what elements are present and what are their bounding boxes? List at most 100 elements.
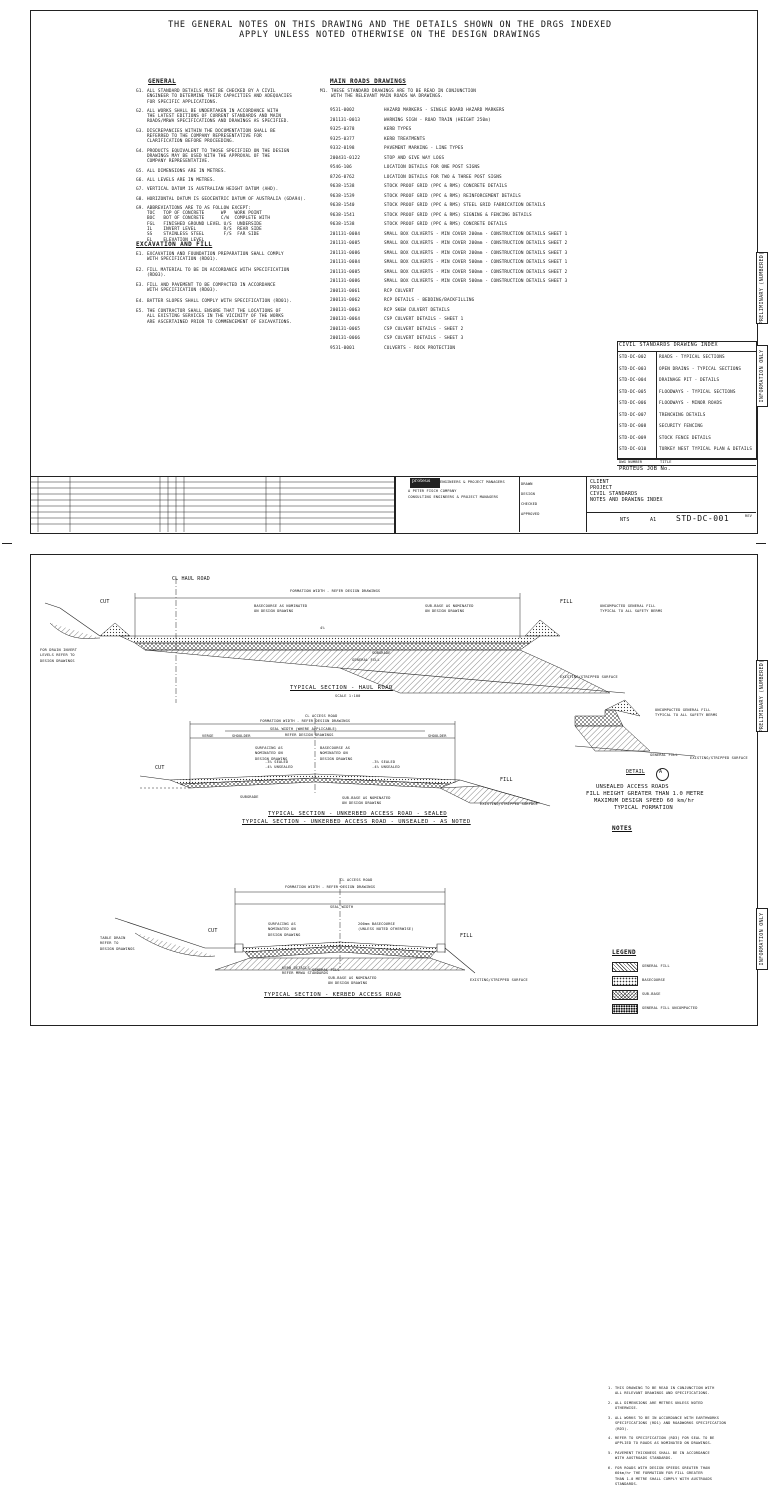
detail-a-diagram	[574, 699, 696, 757]
general-note: G1. ALL STANDARD DETAILS MUST BE CHECKED…	[136, 89, 293, 105]
excavation-note: E1. EXCAVATION AND FOUNDATION PREPARATIO…	[136, 252, 284, 263]
main-roads-dwg-number: 200131-0066	[330, 336, 361, 341]
side-tab-preliminary-2: PRELIMINARY (NUMBERED)	[756, 660, 768, 732]
drawing-number: STD-DC-001	[676, 514, 730, 523]
kerbed-basecourse-label: 200mm BASECOURSE (UNLESS NOTED OTHERWISE…	[358, 922, 414, 932]
civil-index-dwg-number: STD-DC-002	[619, 355, 647, 360]
main-roads-dwg-number: 9638-1540	[330, 203, 355, 208]
main-roads-dwg-title: LOCATION DETAILS FOR ONE POST SIGNS	[384, 165, 480, 170]
main-roads-dwg-number: 200131-0061	[330, 288, 361, 294]
main-roads-dwg-title: KERB TREATMENTS	[384, 136, 426, 142]
main-roads-dwg-number: 201131-0085	[330, 241, 361, 246]
main-roads-dwg-number: 201131-0084	[330, 260, 361, 265]
main-roads-note: M1. THESE STANDARD DRAWINGS ARE TO BE RE…	[320, 89, 477, 100]
side-tab-preliminary: PRELIMINARY (NUMBERED)	[756, 252, 768, 324]
main-roads-dwg-number: 200431-0122	[330, 155, 361, 161]
unkerbed-cut-label: CUT	[155, 765, 165, 771]
main-roads-dwg-number: 9332-0198	[330, 146, 355, 151]
civil-index-dwg-title: TRENCHING DETAILS	[659, 412, 706, 418]
main-roads-dwg-title: SMALL BOX CULVERTS - MIN COVER 500mm - C…	[384, 279, 568, 284]
main-roads-dwg-number: 9638-1541	[330, 212, 355, 218]
main-roads-dwg-title: SMALL BOX CULVERTS - MIN COVER 200mm - C…	[384, 241, 568, 246]
legend-swatch-uncompacted	[612, 1004, 638, 1014]
main-roads-dwg-number: 201131-0085	[330, 269, 361, 275]
general-note: G6. ALL LEVELS ARE IN METRES.	[136, 177, 216, 183]
excavation-note: E5. THE CONTRACTOR SHALL ENSURE THAT THE…	[136, 309, 293, 325]
proteus-job-label: PROTEUS JOB No.	[619, 466, 671, 472]
main-roads-dwg-number: 200131-0062	[330, 298, 361, 303]
general-note: G2. ALL WORKS SHALL BE UNDERTAKEN IN ACC…	[136, 108, 290, 125]
haul-road-section	[44, 578, 626, 703]
main-roads-dwg-number: 9546-106	[330, 165, 352, 170]
project-line-2: NOTES AND DRAWING INDEX	[590, 497, 663, 503]
detail-a-desc-1: UNSEALED ACCESS ROADS	[596, 784, 669, 790]
civil-index-dwg-number: STD-DC-008	[619, 424, 647, 429]
detail-a-bubble	[656, 768, 669, 781]
general-note: G5. ALL DIMENSIONS ARE IN METRES.	[136, 168, 227, 174]
unkerbed-fill-label: FILL	[500, 777, 513, 783]
general-note-item: 4. REFER TO SPECIFICATION (RD3) FOR SEAL…	[608, 1436, 715, 1446]
company-address: CONSULTING ENGINEERS & PROJECT MANAGERS	[408, 495, 499, 499]
civil-index-dwg-number: STD-DC-009	[619, 435, 647, 441]
general-heading: GENERAL	[148, 78, 177, 85]
detail-a-label: DETAIL	[626, 769, 645, 775]
haul-formation-label: FORMATION WIDTH - REFER DESIGN DRAWINGS	[290, 589, 381, 593]
main-roads-dwg-title: CSP CULVERT DETAILS - SHEET 1	[384, 317, 464, 322]
kerbed-road-section	[114, 878, 476, 974]
kerbed-existing-label: EXISTING/STRIPPED SURFACE	[470, 978, 528, 982]
unkerbed-subgrade-label: SUBGRADE	[240, 795, 259, 799]
kerbed-caption: TYPICAL SECTION - KERBED ACCESS ROAD	[264, 992, 402, 998]
kerbed-drain-label: TABLE DRAIN REFER TO DESIGN DRAWINGS	[100, 936, 135, 951]
unkerbed-road-section	[139, 718, 551, 807]
detail-a-desc-2: FILL HEIGHT GREATER THAN 1.0 METRE	[586, 791, 704, 797]
main-roads-dwg-number: 200131-0065	[330, 326, 361, 332]
general-note-item: 2. ALL DIMENSIONS ARE METRES UNLESS NOTE…	[608, 1401, 703, 1411]
general-note: G4. PRODUCTS EQUIVALENT TO THOSE SPECIFI…	[136, 148, 290, 165]
project-line-1: CIVIL STANDARDS	[590, 491, 638, 497]
haul-subgrade-label: SUBGRADE	[372, 651, 391, 655]
main-roads-dwg-title: KERB TYPES	[384, 127, 412, 132]
unkerbed-caption-1: TYPICAL SECTION - UNKERBED ACCESS ROAD -…	[268, 811, 448, 817]
main-roads-dwg-title: STOCK PROOF GRID (PPC & RMS) CONCRETE DE…	[384, 222, 508, 227]
civil-index-heading: CIVIL STANDARDS DRAWING INDEX	[619, 342, 718, 348]
main-roads-dwg-title: CULVERTS - ROCK PROTECTION	[384, 345, 456, 351]
haul-basecourse-label: BASECOURSE AS NOMINATED ON DESIGN DRAWIN…	[254, 604, 308, 614]
main-roads-dwg-number: 9531-0001	[330, 345, 355, 351]
haul-uncompacted-label: UNCOMPACTED GENERAL FILL TYPICAL TO ALL …	[600, 604, 663, 614]
dwg-number-label: DWG NUMBER	[619, 460, 643, 464]
detail-a-general-fill: GENERAL FILL	[650, 753, 678, 757]
unkerbed-formation-label: FORMATION WIDTH - REFER DESIGN DRAWINGS	[260, 719, 351, 723]
main-roads-dwg-title: WARNING SIGN - ROAD TRAIN (HEIGHT 250m)	[384, 117, 491, 123]
drawing-sheet-typical-sections: CL HAUL ROAD FORMATION WIDTH - REFER DES…	[0, 548, 768, 1486]
revision-block	[30, 476, 396, 534]
haul-scale: SCALE 1:100	[335, 694, 361, 698]
main-roads-dwg-number: 8726-0762	[330, 174, 355, 180]
main-roads-dwg-number: 201131-0086	[330, 250, 361, 256]
company-logo	[410, 478, 440, 488]
main-roads-dwg-title: PAVEMENT MARKING - LINE TYPES	[384, 146, 464, 151]
main-roads-dwg-title: STOCK PROOF GRID (PPC & RMS) STEEL GRID …	[384, 203, 546, 208]
main-roads-heading: MAIN ROADS DRAWINGS	[330, 78, 407, 85]
general-note: G9. ABBREVIATIONS ARE TO AS FOLLOW EXCEP…	[136, 205, 271, 243]
detail-a-desc-4: TYPICAL FORMATION	[614, 805, 673, 811]
civil-index-dwg-title: FLOODWAYS - TYPICAL SECTIONS	[659, 389, 736, 395]
legend-swatch-general-fill	[612, 962, 638, 972]
legend-swatch-basecourse	[612, 976, 638, 986]
main-roads-dwg-title: STOCK PROOF GRID (PPC & RMS) SIGNING & F…	[384, 212, 532, 218]
main-roads-dwg-number: 9638-1538	[330, 222, 355, 227]
main-roads-dwg-number: 9638-1538	[330, 184, 355, 189]
excavation-note: E4. BATTER SLOPES SHALL COMPLY WITH SPEC…	[136, 298, 293, 304]
civil-index-dwg-title: FLOODWAYS - MINOR ROADS	[659, 401, 722, 406]
title-label: TITLE	[660, 460, 672, 464]
drawing-sheet-notes-index: THE GENERAL NOTES ON THIS DRAWING AND TH…	[0, 0, 768, 540]
legend-swatch-subbase	[612, 990, 638, 1000]
kerbed-cut-label: CUT	[208, 928, 218, 934]
side-tab-information-2: INFORMATION ONLY	[756, 908, 768, 970]
side-tab-information: INFORMATION ONLY	[756, 345, 768, 407]
main-roads-dwg-title: CSP CULVERT DETAILS - SHEET 2	[384, 326, 464, 332]
main-title-line-1: THE GENERAL NOTES ON THIS DRAWING AND TH…	[168, 20, 612, 30]
haul-caption: TYPICAL SECTION - HAUL ROAD	[290, 685, 393, 691]
general-note-item: 1. THIS DRAWING TO BE READ IN CONJUNCTIO…	[608, 1386, 715, 1396]
unkerbed-surfacing-label: SURFACING AS NOMINATED ON DESIGN DRAWING	[255, 746, 288, 761]
civil-index-dwg-number: STD-DC-006	[619, 401, 647, 406]
